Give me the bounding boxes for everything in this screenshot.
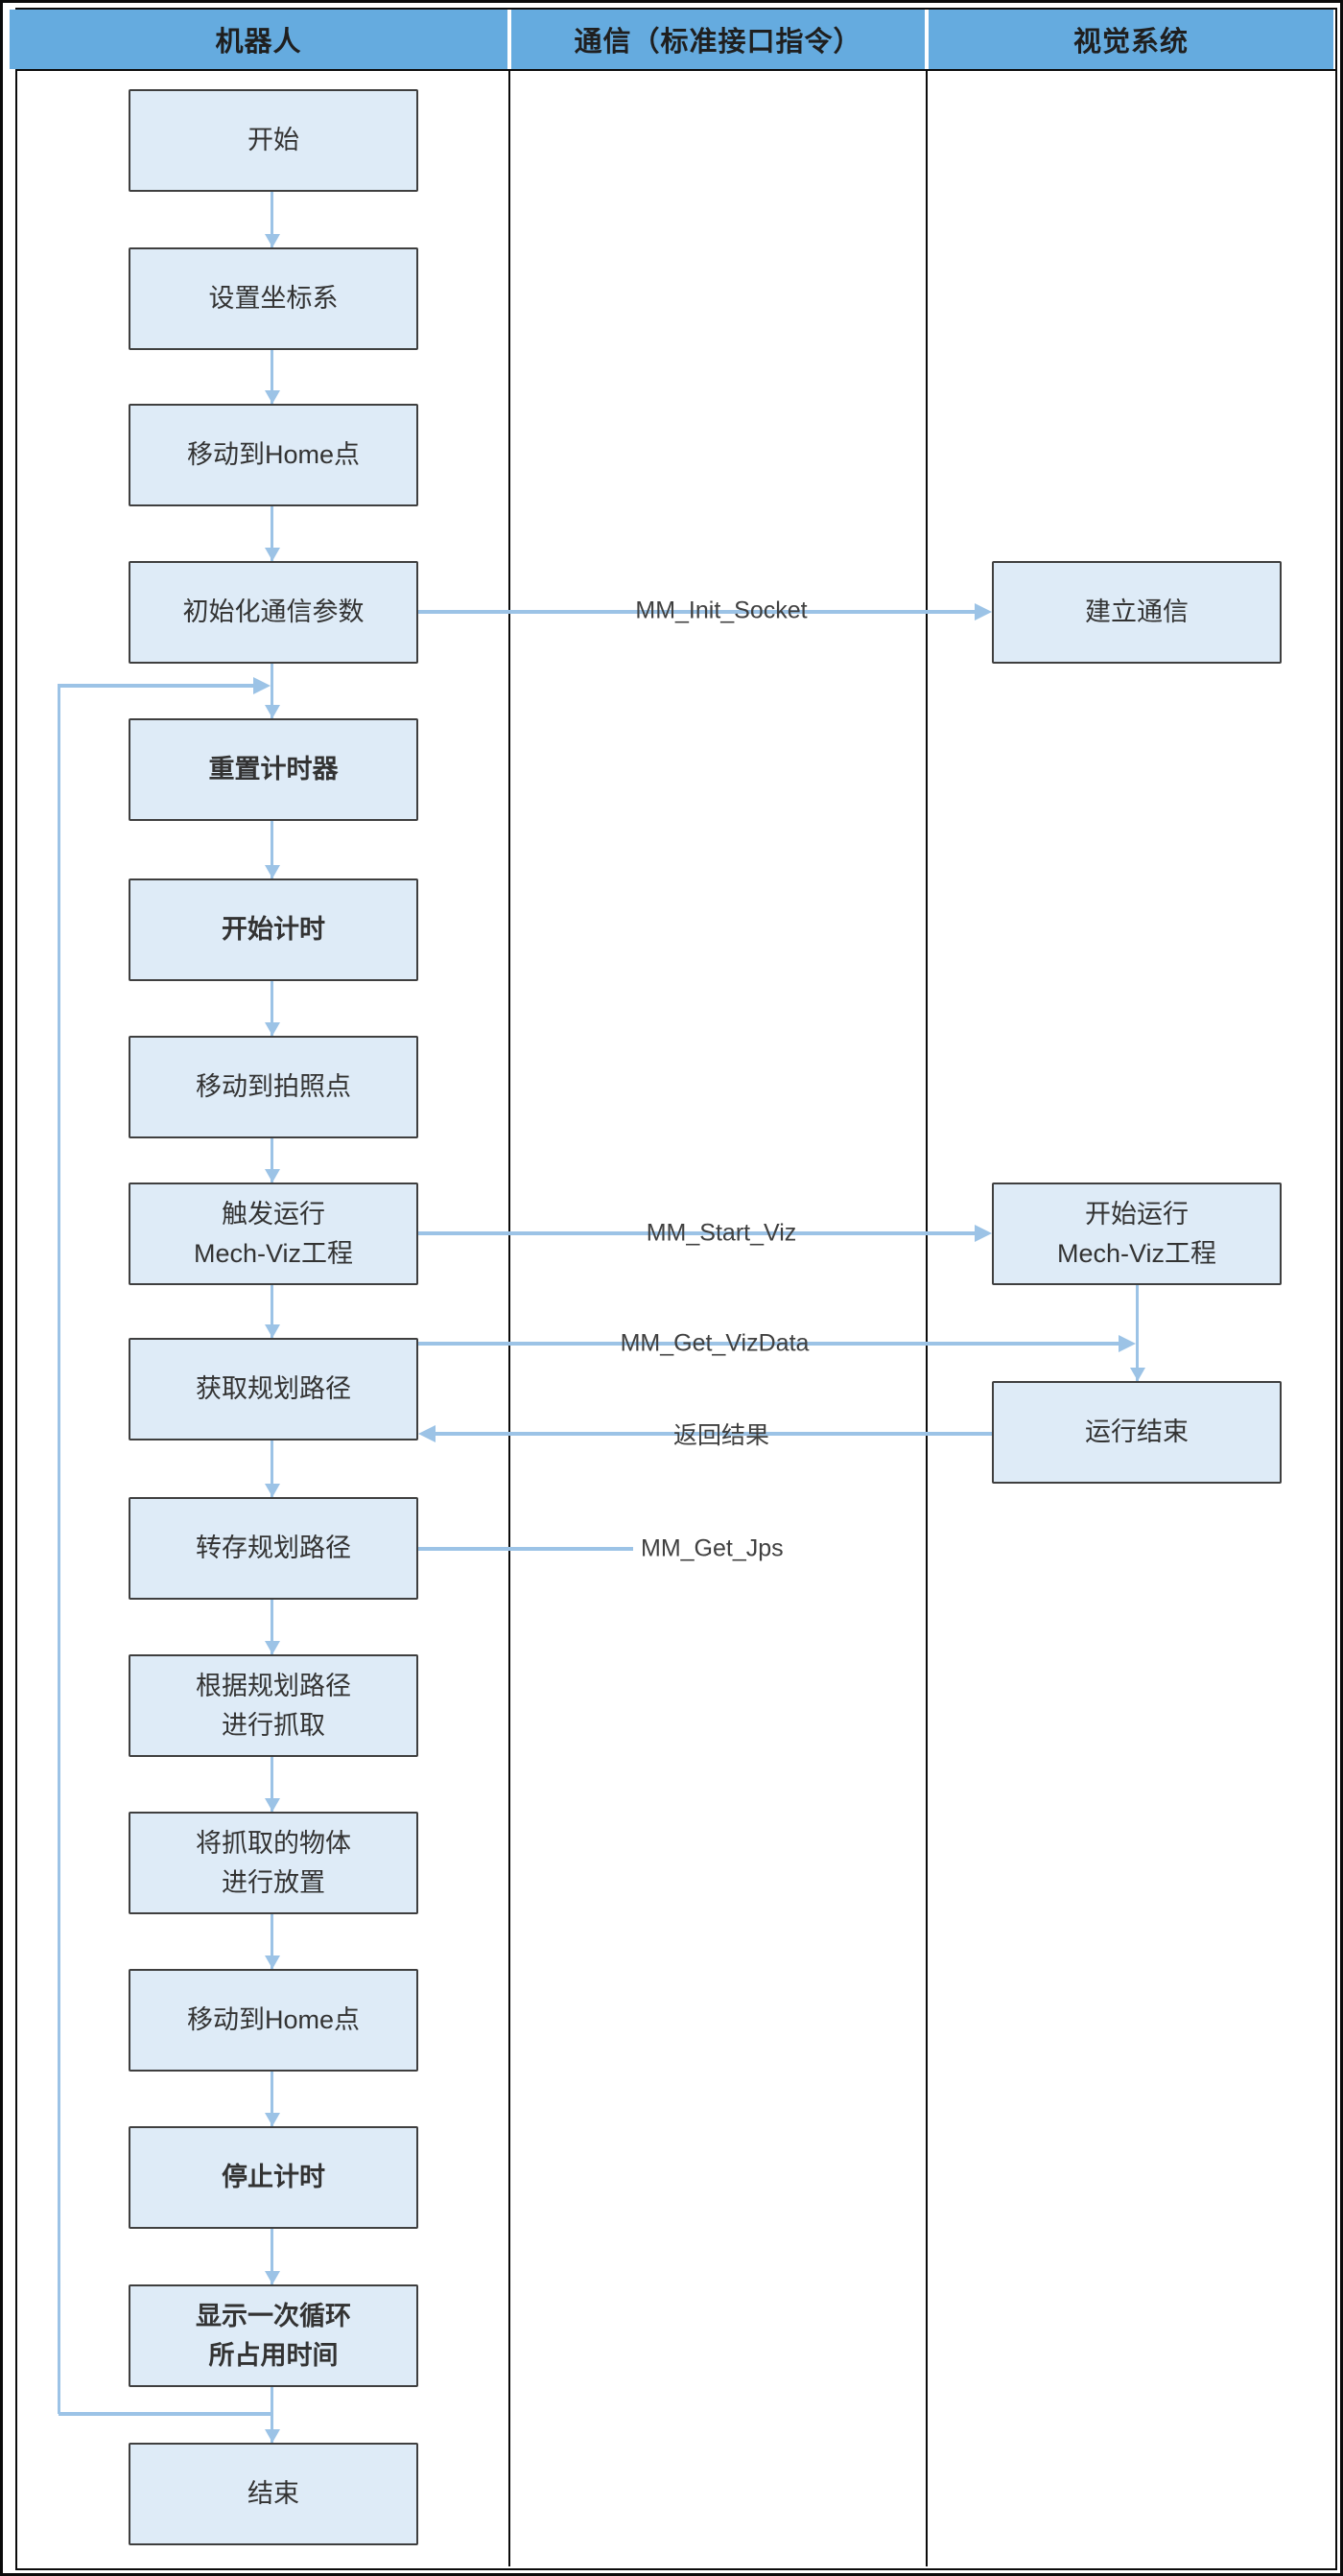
node-trigger-mech-viz: 触发运行 Mech-Viz工程 <box>129 1183 418 1285</box>
node-start-timing: 开始计时 <box>129 878 418 981</box>
node-get-planned-path: 获取规划路径 <box>129 1338 418 1440</box>
connector-line <box>271 1757 273 1812</box>
arrow-down-head-icon <box>265 705 280 718</box>
arrow-right-head-icon <box>975 603 992 621</box>
lane-header-robot: 机器人 <box>10 10 507 69</box>
node-stop-timing: 停止计时 <box>129 2126 418 2229</box>
lane-header-vision: 视觉系统 <box>929 10 1333 69</box>
arrow-down-head-icon <box>265 865 280 878</box>
edge-label-mm-init-socket: MM_Init_Socket <box>635 597 808 624</box>
arrow-down-head-icon <box>265 1484 280 1497</box>
lane-divider-2 <box>926 71 928 2566</box>
node-move-to-home-2: 移动到Home点 <box>129 1969 418 2072</box>
edge-label-mm-get-jps: MM_Get_Jps <box>641 1534 784 1562</box>
connector-line <box>271 2229 273 2284</box>
connector-line <box>271 1600 273 1654</box>
lane-header-communication: 通信（标准接口指令） <box>511 10 925 69</box>
edge-label-mm-start-viz: MM_Start_Viz <box>646 1219 797 1247</box>
connector-line <box>271 981 273 1036</box>
node-run-finished: 运行结束 <box>992 1381 1282 1484</box>
arrow-down-head-icon <box>265 1641 280 1654</box>
node-start-running-mech-viz: 开始运行 Mech-Viz工程 <box>992 1183 1282 1285</box>
node-establish-communication: 建立通信 <box>992 561 1282 664</box>
arrow-down-head-icon <box>265 1022 280 1036</box>
connector-line <box>271 1914 273 1969</box>
connector-line <box>418 1547 633 1551</box>
arrow-down-head-icon <box>265 1169 280 1183</box>
node-show-cycle-time: 显示一次循环 所占用时间 <box>129 2284 418 2387</box>
connector-line <box>271 192 273 247</box>
loop-line-bottom <box>59 2412 271 2416</box>
arrow-right-head-icon <box>1119 1335 1136 1352</box>
edge-label-mm-get-vizdata: MM_Get_VizData <box>620 1329 810 1357</box>
arrow-down-head-icon <box>265 2271 280 2284</box>
connector-line <box>436 1432 992 1436</box>
node-move-to-photo-point: 移动到拍照点 <box>129 1036 418 1138</box>
connector-line <box>271 664 273 718</box>
connector-line <box>271 1440 273 1497</box>
node-start: 开始 <box>129 89 418 192</box>
arrow-down-head-icon <box>265 1955 280 1969</box>
arrow-down-head-icon <box>1130 1368 1145 1381</box>
connector-line <box>1136 1285 1139 1381</box>
arrow-down-head-icon <box>265 2429 280 2443</box>
node-init-communication-params: 初始化通信参数 <box>129 561 418 664</box>
arrow-down-head-icon <box>265 234 280 247</box>
node-place-object: 将抓取的物体 进行放置 <box>129 1812 418 1914</box>
arrow-down-head-icon <box>265 548 280 561</box>
table-border <box>15 8 1337 2570</box>
loop-line-vertical <box>58 684 60 2414</box>
arrow-down-head-icon <box>265 2113 280 2126</box>
arrow-left-head-icon <box>418 1425 436 1442</box>
node-reset-timer: 重置计时器 <box>129 718 418 821</box>
connector-line <box>418 610 977 614</box>
connector-line <box>271 1138 273 1183</box>
connector-line <box>271 821 273 878</box>
arrow-down-head-icon <box>265 1798 280 1812</box>
edge-label-return-result: 返回结果 <box>672 1422 770 1449</box>
header-bottom-line <box>15 69 1335 71</box>
lane-divider-1 <box>508 71 510 2566</box>
connector-line <box>271 506 273 561</box>
node-end: 结束 <box>129 2443 418 2545</box>
arrow-right-head-icon <box>975 1225 992 1242</box>
arrow-down-head-icon <box>265 1324 280 1338</box>
node-set-coordinate-system: 设置坐标系 <box>129 247 418 350</box>
node-move-to-home-1: 移动到Home点 <box>129 404 418 506</box>
loop-line-top <box>59 684 254 688</box>
node-save-planned-path: 转存规划路径 <box>129 1497 418 1600</box>
connector-line <box>271 1285 273 1338</box>
arrow-down-head-icon <box>265 390 280 404</box>
connector-line <box>418 1342 1120 1346</box>
connector-line <box>271 350 273 404</box>
node-pick-along-path: 根据规划路径 进行抓取 <box>129 1654 418 1757</box>
connector-line <box>271 2072 273 2126</box>
connector-line <box>271 2387 273 2443</box>
connector-line <box>418 1231 977 1235</box>
arrow-right-head-icon <box>253 677 271 694</box>
